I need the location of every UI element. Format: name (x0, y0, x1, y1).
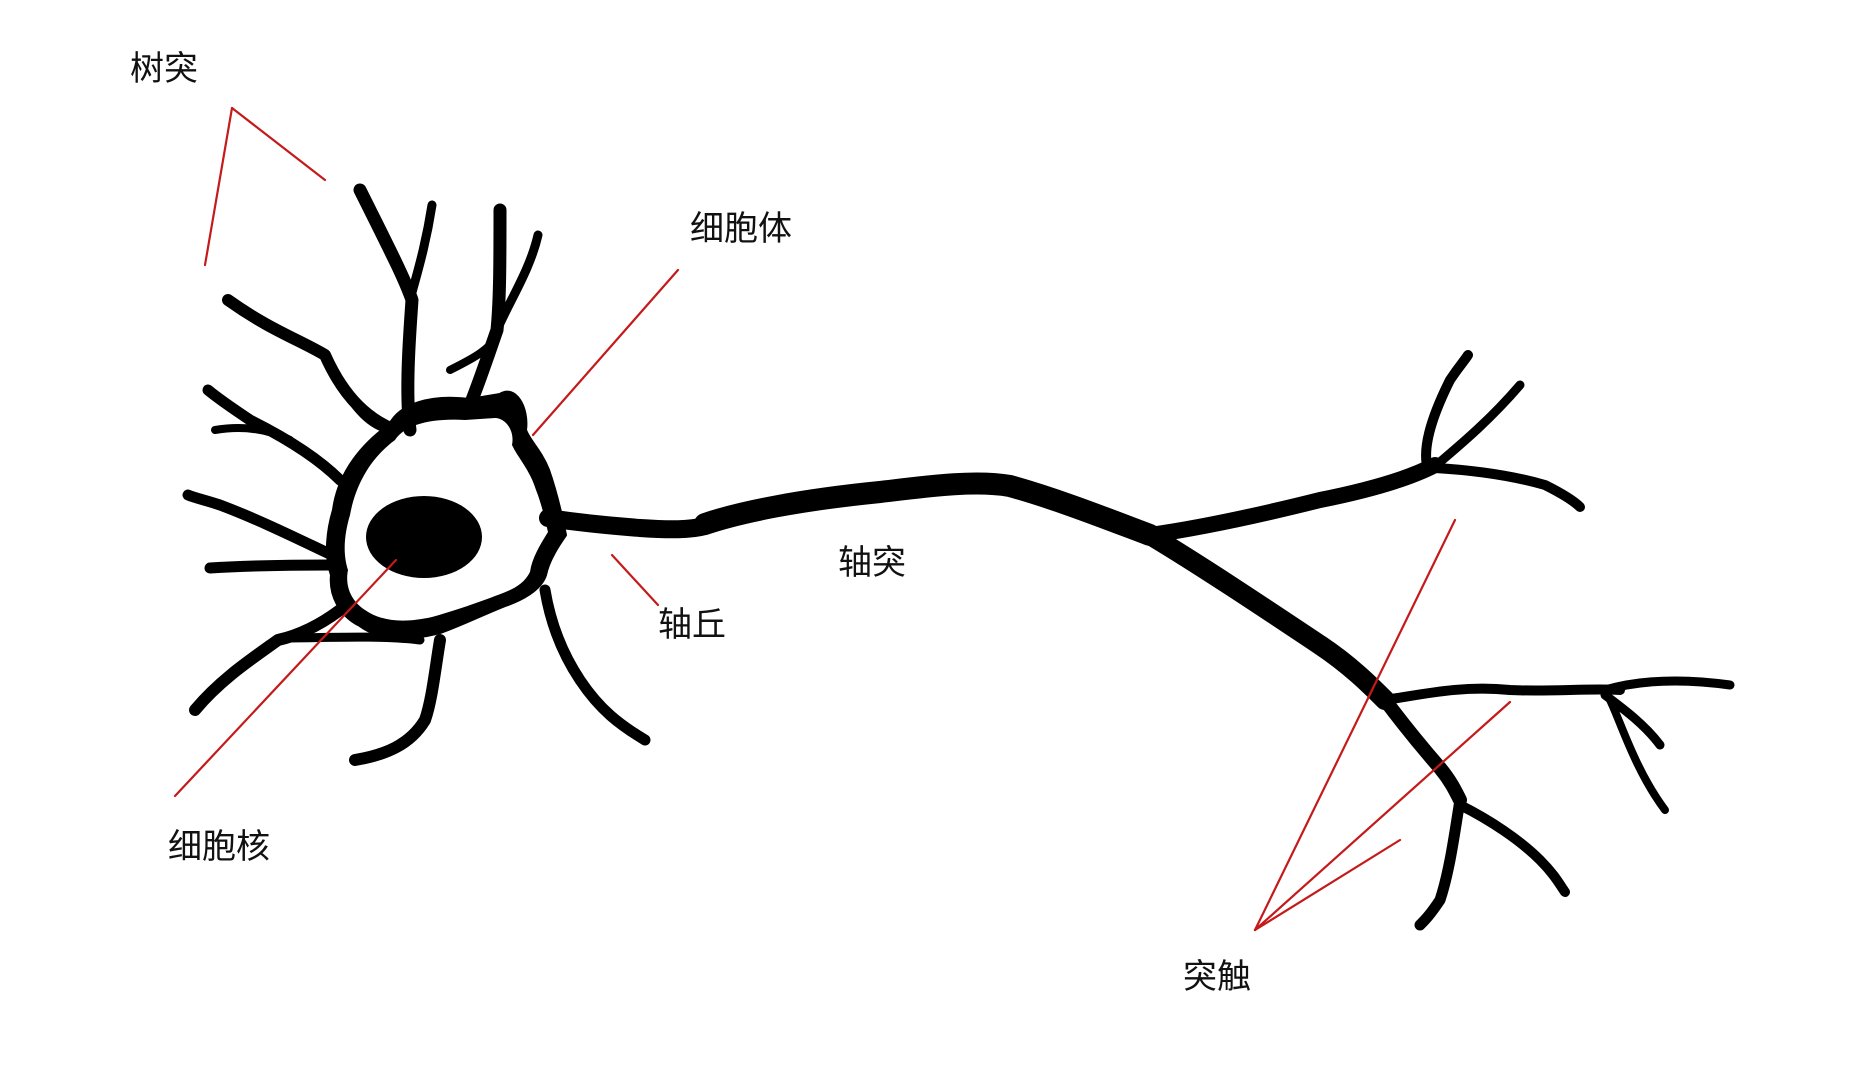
dendrite-top-2 (463, 203, 507, 412)
label-nucleus: 细胞核 (168, 827, 270, 867)
dendrite-top-1 (353, 183, 419, 437)
leader-lines (173, 106, 1512, 932)
dendrite-top-2-branch-b (446, 331, 501, 374)
leader-nucleus (173, 558, 398, 798)
axon-hillock (539, 509, 714, 539)
terminal-lower-1-split-c (1606, 696, 1669, 814)
leader-synapse-c (1253, 838, 1402, 932)
terminal-lower-1-split-a (1600, 676, 1735, 695)
dendrite-bottom-1 (349, 634, 446, 766)
leader-soma (531, 268, 680, 437)
leader-synapse-b (1253, 700, 1512, 932)
axon-branch-lower-continue (1378, 693, 1467, 807)
axon-branch-upper (1142, 457, 1443, 543)
label-cell-body: 细胞体 (690, 209, 792, 249)
label-synapse: 突触 (1183, 957, 1251, 997)
leader-synapse-a (1253, 518, 1457, 932)
leader-dendrite-a (203, 106, 234, 267)
dendrite-left-4-branch (275, 632, 425, 645)
axon (694, 472, 1161, 546)
dendrite-top-3-branch (325, 360, 390, 433)
axon-branch-lower (1140, 525, 1395, 710)
dendrite-left-1-branch (211, 424, 294, 444)
terminal-upper-1 (1421, 350, 1473, 475)
dendrite-top-2-branch (492, 230, 543, 335)
dendrite-left-4 (189, 604, 346, 716)
leader-hillock (610, 553, 660, 607)
neuron (182, 183, 1735, 931)
terminal-lower-2 (1414, 794, 1466, 931)
dendrite-bottom-2 (539, 584, 651, 746)
cell-nucleus (366, 496, 482, 578)
dendrite-top-3 (222, 294, 401, 436)
leader-dendrite-b (230, 106, 327, 182)
terminal-lower-1 (1380, 683, 1625, 705)
terminal-upper-3 (1430, 463, 1585, 512)
terminal-upper-2 (1435, 380, 1525, 467)
dendrite-left-1 (202, 384, 346, 486)
label-dendrite: 树突 (130, 49, 198, 89)
terminal-lower-3 (1455, 800, 1570, 897)
label-axon-hillock: 轴丘 (658, 605, 726, 645)
dendrite-left-2 (182, 489, 338, 561)
label-axon: 轴突 (838, 543, 906, 583)
dendrite-top-1-branch (405, 200, 437, 305)
dendrite-left-3 (204, 559, 336, 574)
